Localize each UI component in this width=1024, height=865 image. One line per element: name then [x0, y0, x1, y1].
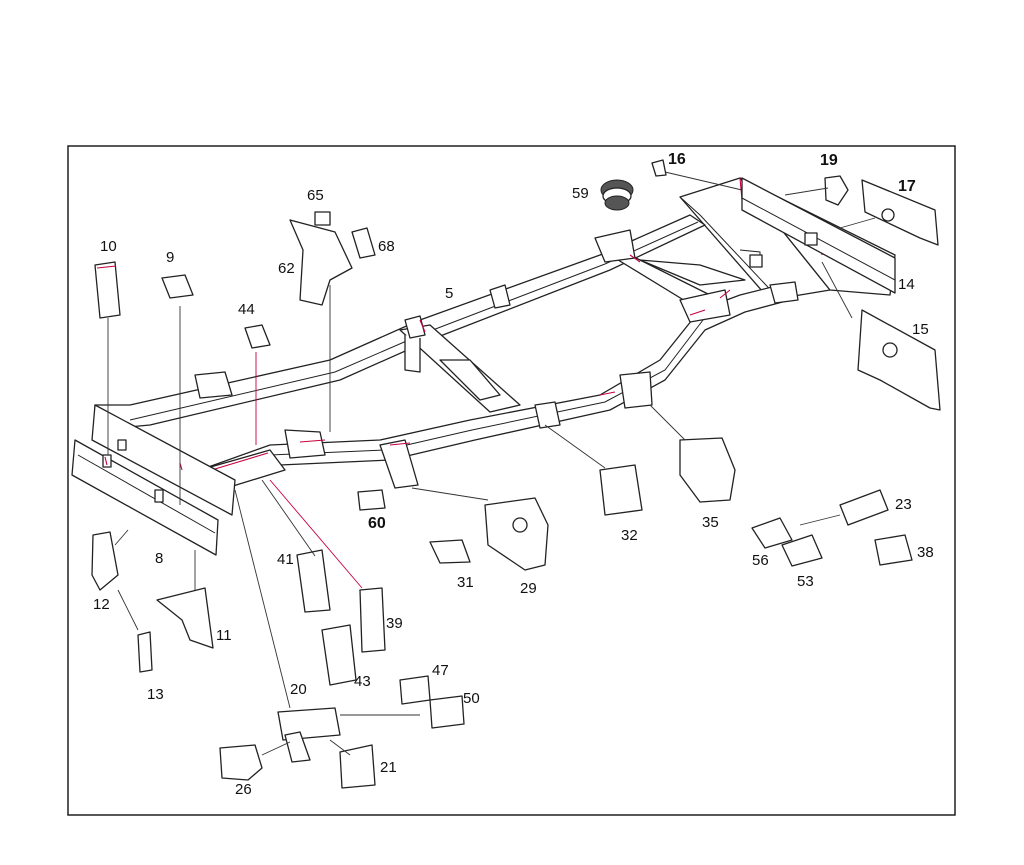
- clip-part-13: [137, 631, 153, 673]
- callout-11: 11: [216, 627, 232, 644]
- plate-part-15: [857, 309, 941, 411]
- mount-part-38: [874, 534, 913, 566]
- bracket-part-12: [91, 531, 119, 591]
- mount-part-26: [219, 744, 263, 781]
- bracket-part-41: [296, 549, 331, 613]
- plate-part-56: [751, 517, 793, 549]
- plate-part-53: [781, 534, 823, 567]
- front-bumper: [71, 404, 236, 556]
- bracket-part-43: [321, 624, 357, 686]
- callout-10: 10: [100, 238, 117, 255]
- nut-part-44: [244, 324, 271, 349]
- callout-39: 39: [386, 615, 403, 632]
- callout-44: 44: [238, 301, 255, 318]
- callout-21: 21: [380, 759, 397, 776]
- plate-part-17: [861, 179, 939, 246]
- diagram-border: [67, 145, 956, 816]
- callout-17: 17: [898, 178, 916, 195]
- plate-part-50: [429, 695, 465, 729]
- callout-65: 65: [307, 187, 324, 204]
- tube-part-20: [277, 707, 341, 741]
- callout-29: 29: [520, 580, 537, 597]
- callout-56: 56: [752, 552, 769, 569]
- callout-23: 23: [895, 496, 912, 513]
- bracket-part-10: [94, 261, 121, 319]
- callout-labels: 5 8 9 10 11 12 13 14 15 16 17 19 20 21 2…: [93, 151, 934, 798]
- bolt-part-65: [314, 211, 331, 226]
- grommet-part-59: [600, 179, 634, 211]
- block-part-60: [357, 489, 386, 511]
- callout-38: 38: [917, 544, 934, 561]
- callout-13: 13: [147, 686, 164, 703]
- plate-part-39: [359, 587, 386, 653]
- rear-cross-member: [741, 177, 896, 294]
- callout-20: 20: [290, 681, 307, 698]
- callout-50: 50: [463, 690, 480, 707]
- callout-8: 8: [155, 550, 163, 567]
- bracket-part-35: [679, 437, 736, 503]
- mount-part-29: [484, 497, 549, 571]
- callout-12: 12: [93, 596, 110, 613]
- callout-32: 32: [621, 527, 638, 544]
- bracket-part-31: [429, 539, 471, 564]
- callout-14: 14: [898, 276, 915, 293]
- callout-19: 19: [820, 152, 838, 169]
- callout-53: 53: [797, 573, 814, 590]
- bracket-part-9: [161, 274, 194, 299]
- plate-part-47: [399, 675, 431, 705]
- chassis-frame: [94, 177, 896, 491]
- callout-26: 26: [235, 781, 252, 798]
- bracket-part-32: [599, 464, 643, 516]
- bracket-part-62: [289, 219, 353, 306]
- tube-part-23: [839, 489, 889, 526]
- callout-62: 62: [278, 260, 295, 277]
- bracket-part-21: [339, 744, 376, 789]
- callout-16: 16: [668, 151, 686, 168]
- callout-41: 41: [277, 551, 294, 568]
- callout-35: 35: [702, 514, 719, 531]
- bracket-part-11: [156, 587, 214, 649]
- callout-5: 5: [445, 285, 453, 302]
- callout-43: 43: [354, 673, 371, 690]
- clip-part-68: [351, 227, 376, 259]
- callout-15: 15: [912, 321, 929, 338]
- bracket-part-19: [824, 175, 849, 206]
- callout-47: 47: [432, 662, 449, 679]
- callout-31: 31: [457, 574, 474, 591]
- leader-lines: [107, 171, 876, 756]
- callout-59: 59: [572, 185, 589, 202]
- callout-68: 68: [378, 238, 395, 255]
- callout-60: 60: [368, 515, 386, 532]
- callout-9: 9: [166, 249, 174, 266]
- clip-part-16: [651, 159, 667, 177]
